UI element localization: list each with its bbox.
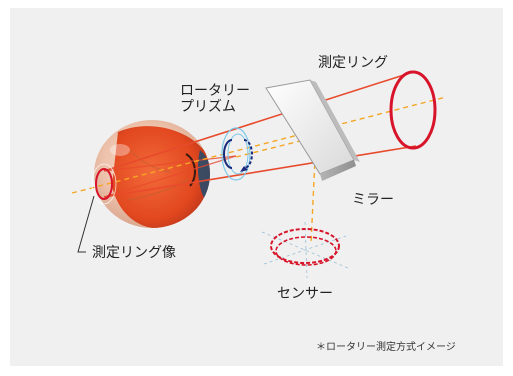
eye-illustration [94,120,210,228]
ring-image-label: 測定リング像 [92,245,176,261]
mirror [265,79,360,181]
measurement-ring-label: 測定リング [318,55,388,71]
measurement-ring [389,70,437,150]
ring-image-on-retina [91,163,117,205]
rotary-prism-label: ロータリー プリズム [180,83,250,115]
sensor-ring [261,221,349,279]
footnote: ＊ロータリー測定方式イメージ [316,342,456,353]
ring-image-leader [77,195,95,253]
sensor-label: センサー [277,286,333,302]
mirror-label: ミラー [352,192,394,208]
optical-axis [71,96,447,245]
light-beams [103,72,417,198]
rotary-prism [221,127,253,181]
